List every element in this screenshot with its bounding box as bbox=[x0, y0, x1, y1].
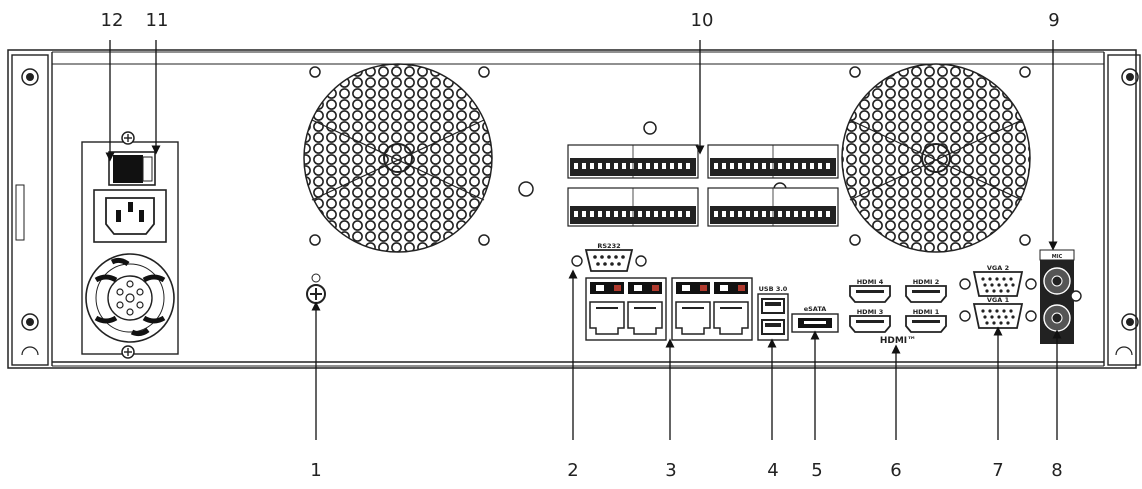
vga-ports[interactable] bbox=[959, 271, 1037, 329]
hdmi-1-label: HDMI 1 bbox=[913, 308, 940, 316]
network-ports[interactable] bbox=[585, 277, 753, 341]
callout-8: 8 bbox=[1051, 460, 1063, 481]
esata-port[interactable] bbox=[791, 313, 839, 333]
callout-2: 2 bbox=[567, 460, 579, 481]
callout-12: 12 bbox=[100, 10, 124, 31]
hdmi-4-label: HDMI 4 bbox=[857, 278, 884, 286]
fan-grille-right bbox=[841, 63, 1031, 253]
rack-screw bbox=[21, 68, 1139, 331]
callout-6: 6 bbox=[890, 460, 902, 481]
chassis bbox=[7, 49, 1141, 369]
audio-jacks[interactable] bbox=[1039, 249, 1082, 344]
callout-3: 3 bbox=[665, 460, 677, 481]
port-labels: RS232 USB 3.0 eSATA HDMI 4 HDMI 2 HDMI 3… bbox=[597, 242, 1062, 346]
rs232-label: RS232 bbox=[597, 242, 620, 250]
power-switch[interactable] bbox=[108, 151, 156, 186]
fan-grille-left bbox=[303, 63, 493, 253]
hdmi-2-label: HDMI 2 bbox=[913, 278, 940, 286]
mic-label: MIC bbox=[1052, 254, 1063, 260]
callout-10: 10 bbox=[690, 10, 714, 31]
callout-7: 7 bbox=[992, 460, 1004, 481]
callout-5: 5 bbox=[811, 460, 823, 481]
terminal-divider bbox=[632, 145, 774, 226]
usb-ports[interactable] bbox=[757, 293, 789, 341]
callout-arrows bbox=[105, 40, 1062, 440]
usb-label: USB 3.0 bbox=[759, 285, 788, 293]
hdmi-port-contacts bbox=[856, 290, 940, 323]
callout-1: 1 bbox=[310, 460, 322, 481]
rs232-port[interactable] bbox=[571, 249, 647, 272]
ac-power-inlet[interactable] bbox=[93, 189, 167, 243]
hdmi-logo: HDMI™ bbox=[880, 336, 916, 346]
terminal-block-pins bbox=[574, 163, 830, 217]
callout-11: 11 bbox=[145, 10, 169, 31]
vga-2-label: VGA 2 bbox=[987, 264, 1009, 272]
psu-fan-icon bbox=[85, 253, 175, 343]
callout-9: 9 bbox=[1048, 10, 1060, 31]
power-supply-module bbox=[81, 131, 179, 359]
ground-terminal[interactable] bbox=[306, 273, 326, 304]
vga-1-label: VGA 1 bbox=[987, 296, 1010, 304]
callout-4: 4 bbox=[767, 460, 779, 481]
esata-label: eSATA bbox=[804, 305, 827, 313]
hdmi-3-label: HDMI 3 bbox=[857, 308, 884, 316]
